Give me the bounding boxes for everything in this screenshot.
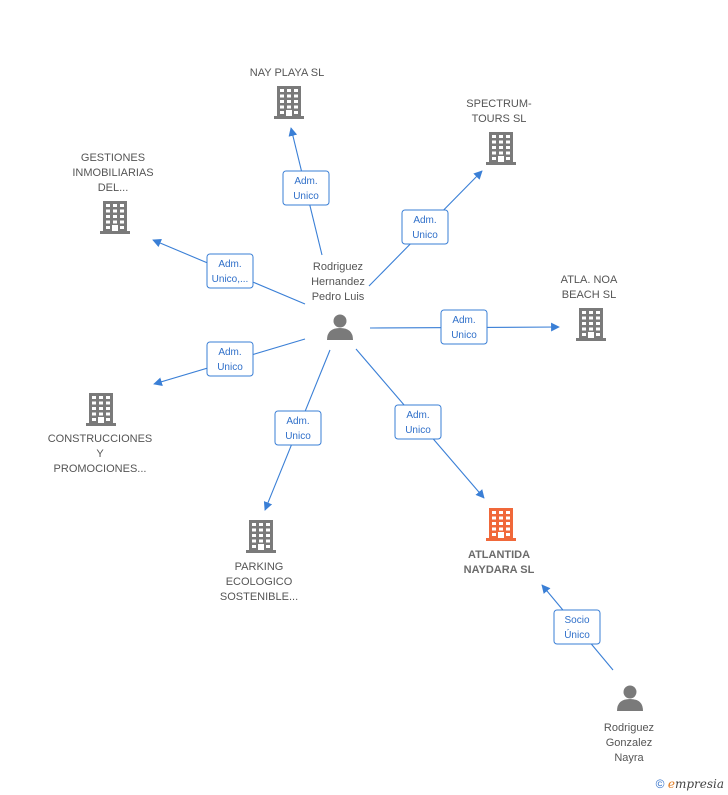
node-label-line: NAYDARA SL	[464, 564, 535, 576]
edge-label-text: Adm.	[218, 347, 241, 358]
node-parking[interactable]: PARKING ECOLOGICO SOSTENIBLE...	[220, 520, 298, 603]
edge-label[interactable]: Adm. Unico	[401, 209, 449, 245]
edge-label-text: Unico	[451, 330, 477, 341]
edge-label-text: Único	[564, 628, 590, 641]
edges-layer	[152, 127, 614, 671]
edge-label-box	[394, 404, 442, 440]
building-icon	[486, 508, 516, 541]
node-label-line: Rodriguez	[604, 722, 654, 734]
node-label-line: NAY PLAYA SL	[250, 67, 324, 79]
node-label-line: SPECTRUM-	[466, 98, 532, 110]
node-label-line: CONSTRUCCIONES	[48, 433, 153, 445]
building-icon	[246, 520, 276, 553]
edge-label-text: Unico	[412, 230, 438, 241]
edge-label-text: Unico	[285, 431, 311, 442]
building-icon	[86, 393, 116, 426]
edge-label-box	[401, 209, 449, 245]
copyright-symbol: ©	[655, 777, 665, 791]
node-label-line: ATLA. NOA	[561, 274, 618, 286]
node-nay-playa[interactable]: NAY PLAYA SL	[250, 67, 324, 119]
edge-label-text: Adm.	[294, 176, 317, 187]
edge-label[interactable]: Adm. Unico	[206, 341, 254, 377]
footer-brand: © empresia	[656, 777, 724, 791]
node-label-line: PROMOCIONES...	[54, 463, 147, 475]
building-icon	[576, 308, 606, 341]
edge-label[interactable]: Adm. Unico,...	[206, 253, 254, 289]
node-label-line: Rodriguez	[313, 261, 363, 273]
brand-logo: empresia	[667, 777, 724, 791]
edge-label[interactable]: Adm. Unico	[282, 170, 330, 206]
edge-label-box	[206, 341, 254, 377]
node-label-line: Gonzalez	[606, 737, 652, 749]
node-label-line: BEACH SL	[562, 289, 616, 301]
node-label-line: SOSTENIBLE...	[220, 591, 298, 603]
edge-label-text: Adm.	[406, 410, 429, 421]
edge-label[interactable]: Adm. Unico	[394, 404, 442, 440]
building-icon	[486, 132, 516, 165]
edge-label[interactable]: Adm. Unico	[440, 309, 488, 345]
node-label-line: TOURS SL	[472, 113, 527, 125]
node-label-line: Y	[96, 448, 104, 460]
node-label-line: ECOLOGICO	[226, 576, 293, 588]
node-label-line: GESTIONES	[81, 152, 145, 164]
node-spectrum[interactable]: SPECTRUM- TOURS SL	[466, 98, 532, 165]
node-label-line: Hernandez	[311, 276, 365, 288]
building-icon	[100, 201, 130, 234]
person-icon	[617, 685, 643, 711]
node-label-line: Nayra	[614, 752, 644, 764]
edge-label-text: Unico	[293, 191, 319, 202]
edge-label-text: Adm.	[452, 315, 475, 326]
edge-label-box	[206, 253, 254, 289]
node-label-line: INMOBILIARIAS	[72, 167, 153, 179]
edge-label-box	[440, 309, 488, 345]
node-atla-noa[interactable]: ATLA. NOA BEACH SL	[561, 274, 618, 341]
edge-label-text: Unico	[217, 362, 243, 373]
node-atlantida[interactable]: ATLANTIDA NAYDARA SL	[464, 508, 535, 576]
edge-label-text: Adm.	[413, 215, 436, 226]
edge-label-box	[282, 170, 330, 206]
node-label-line: ATLANTIDA	[468, 549, 530, 561]
edge-label-box	[274, 410, 322, 446]
node-label-line: PARKING	[235, 561, 284, 573]
edge-labels-layer: Adm.UnicoAdm.UnicoAdm.Unico,...Adm.Unico…	[206, 170, 601, 645]
edge-label-text: Adm.	[218, 259, 241, 270]
edge-label-text: Socio	[564, 615, 589, 626]
edge-label[interactable]: Adm. Unico	[274, 410, 322, 446]
node-label-line: Pedro Luis	[312, 291, 365, 303]
node-gestiones[interactable]: GESTIONES INMOBILIARIAS DEL...	[72, 152, 154, 234]
building-icon	[274, 86, 304, 119]
edge-label-box	[553, 609, 601, 645]
node-label-line: DEL...	[98, 182, 129, 194]
edge-label-text: Adm.	[286, 416, 309, 427]
edge-label-text: Unico	[405, 425, 431, 436]
person-icon	[327, 314, 353, 340]
node-construcciones[interactable]: CONSTRUCCIONES Y PROMOCIONES...	[48, 393, 153, 475]
edge-label-text: Unico,...	[212, 274, 249, 285]
